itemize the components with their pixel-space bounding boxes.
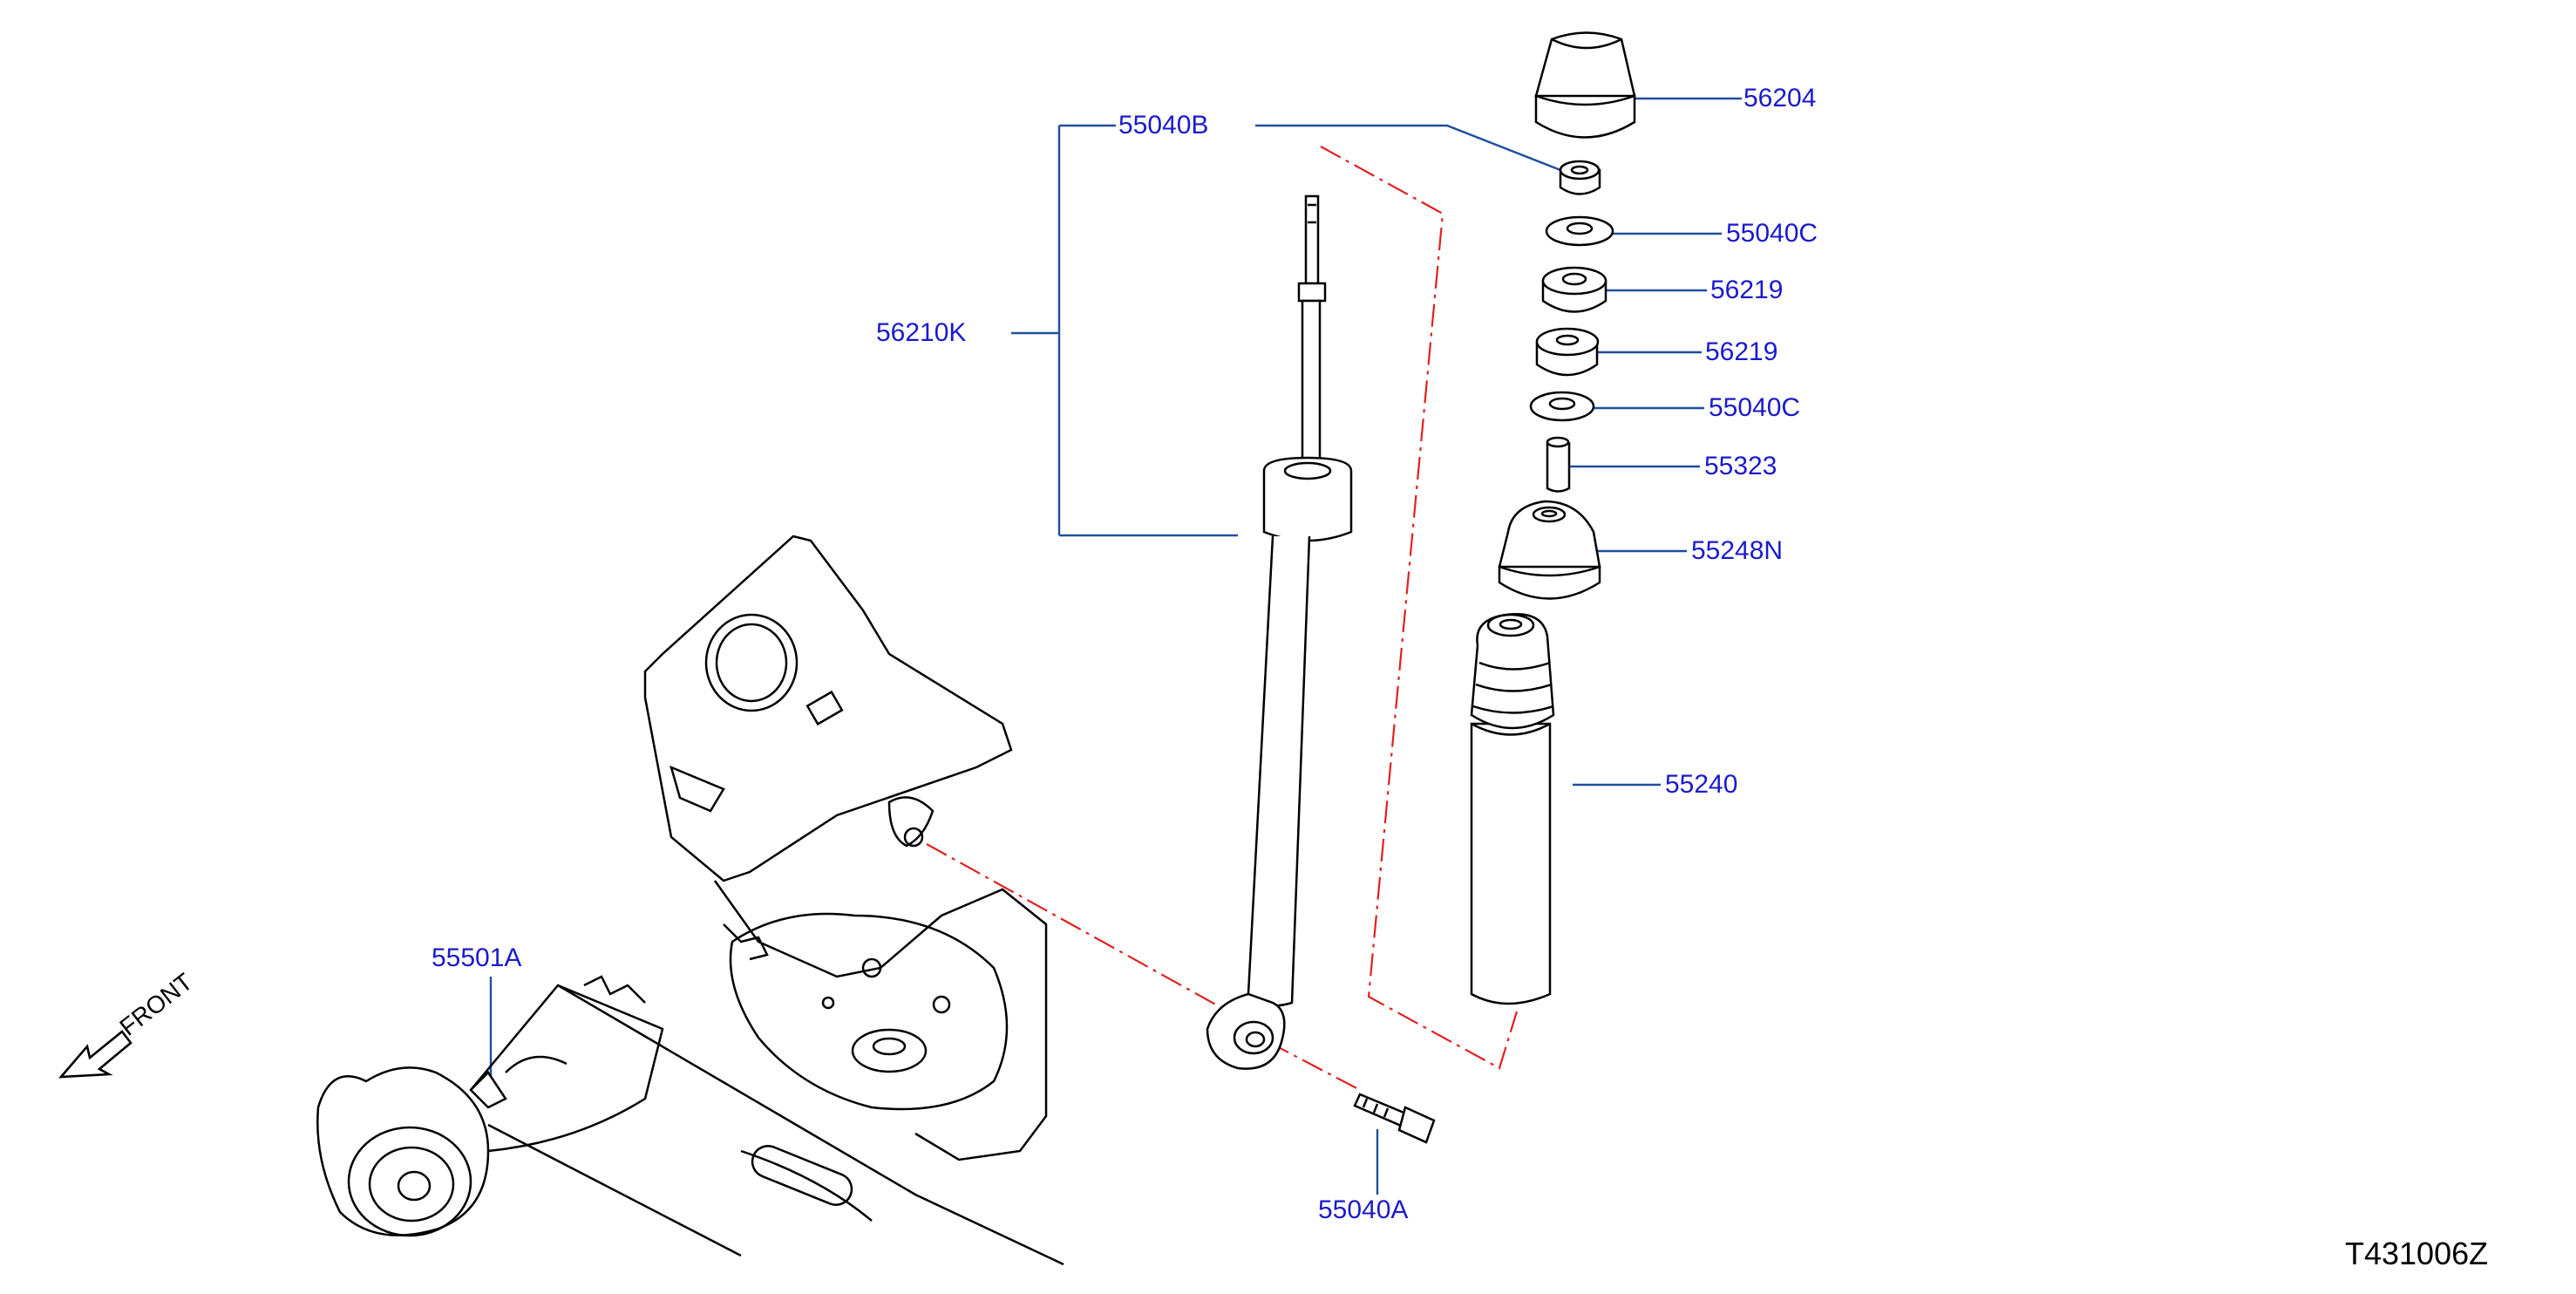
part-label-55040A[interactable]: 55040A	[1318, 1195, 1409, 1224]
bump-cap-56204	[1534, 31, 1636, 139]
bushing-56219-upper	[1541, 266, 1607, 313]
part-label-56204[interactable]: 56204	[1743, 84, 1817, 112]
part-label-55323[interactable]: 55323	[1704, 452, 1777, 480]
sleeve-55323	[1546, 436, 1571, 493]
part-label-55501A[interactable]: 55501A	[432, 943, 522, 972]
phantom-lines	[926, 146, 1519, 1091]
rear-axle-assembly	[316, 535, 1064, 1266]
part-label-55040C-upper[interactable]: 55040C	[1726, 219, 1818, 248]
leader-lines	[489, 97, 1742, 1195]
front-arrow-icon	[58, 1030, 133, 1079]
shock-absorber-56210K	[1206, 194, 1353, 1070]
part-label-56219-lower[interactable]: 56219	[1705, 337, 1778, 366]
dust-cover-55240	[1470, 613, 1555, 1005]
washer-55040C-lower	[1529, 391, 1595, 422]
bushing-56219-lower	[1535, 327, 1600, 377]
bolt-55040A	[1353, 1093, 1436, 1144]
nut-55040B	[1559, 160, 1601, 195]
part-label-56210K[interactable]: 56210K	[876, 318, 967, 347]
washer-55040C-upper	[1545, 215, 1614, 247]
part-label-55240[interactable]: 55240	[1665, 770, 1738, 799]
part-label-56219-upper[interactable]: 56219	[1710, 276, 1784, 304]
part-label-55040B[interactable]: 55040B	[1118, 111, 1209, 140]
part-label-55040C-lower[interactable]: 55040C	[1709, 393, 1801, 422]
mount-55248N	[1498, 500, 1601, 600]
upper-mount-parts	[1470, 31, 1636, 1005]
diagram-code: T431006Z	[2345, 1236, 2489, 1271]
part-label-55248N[interactable]: 55248N	[1691, 536, 1784, 565]
